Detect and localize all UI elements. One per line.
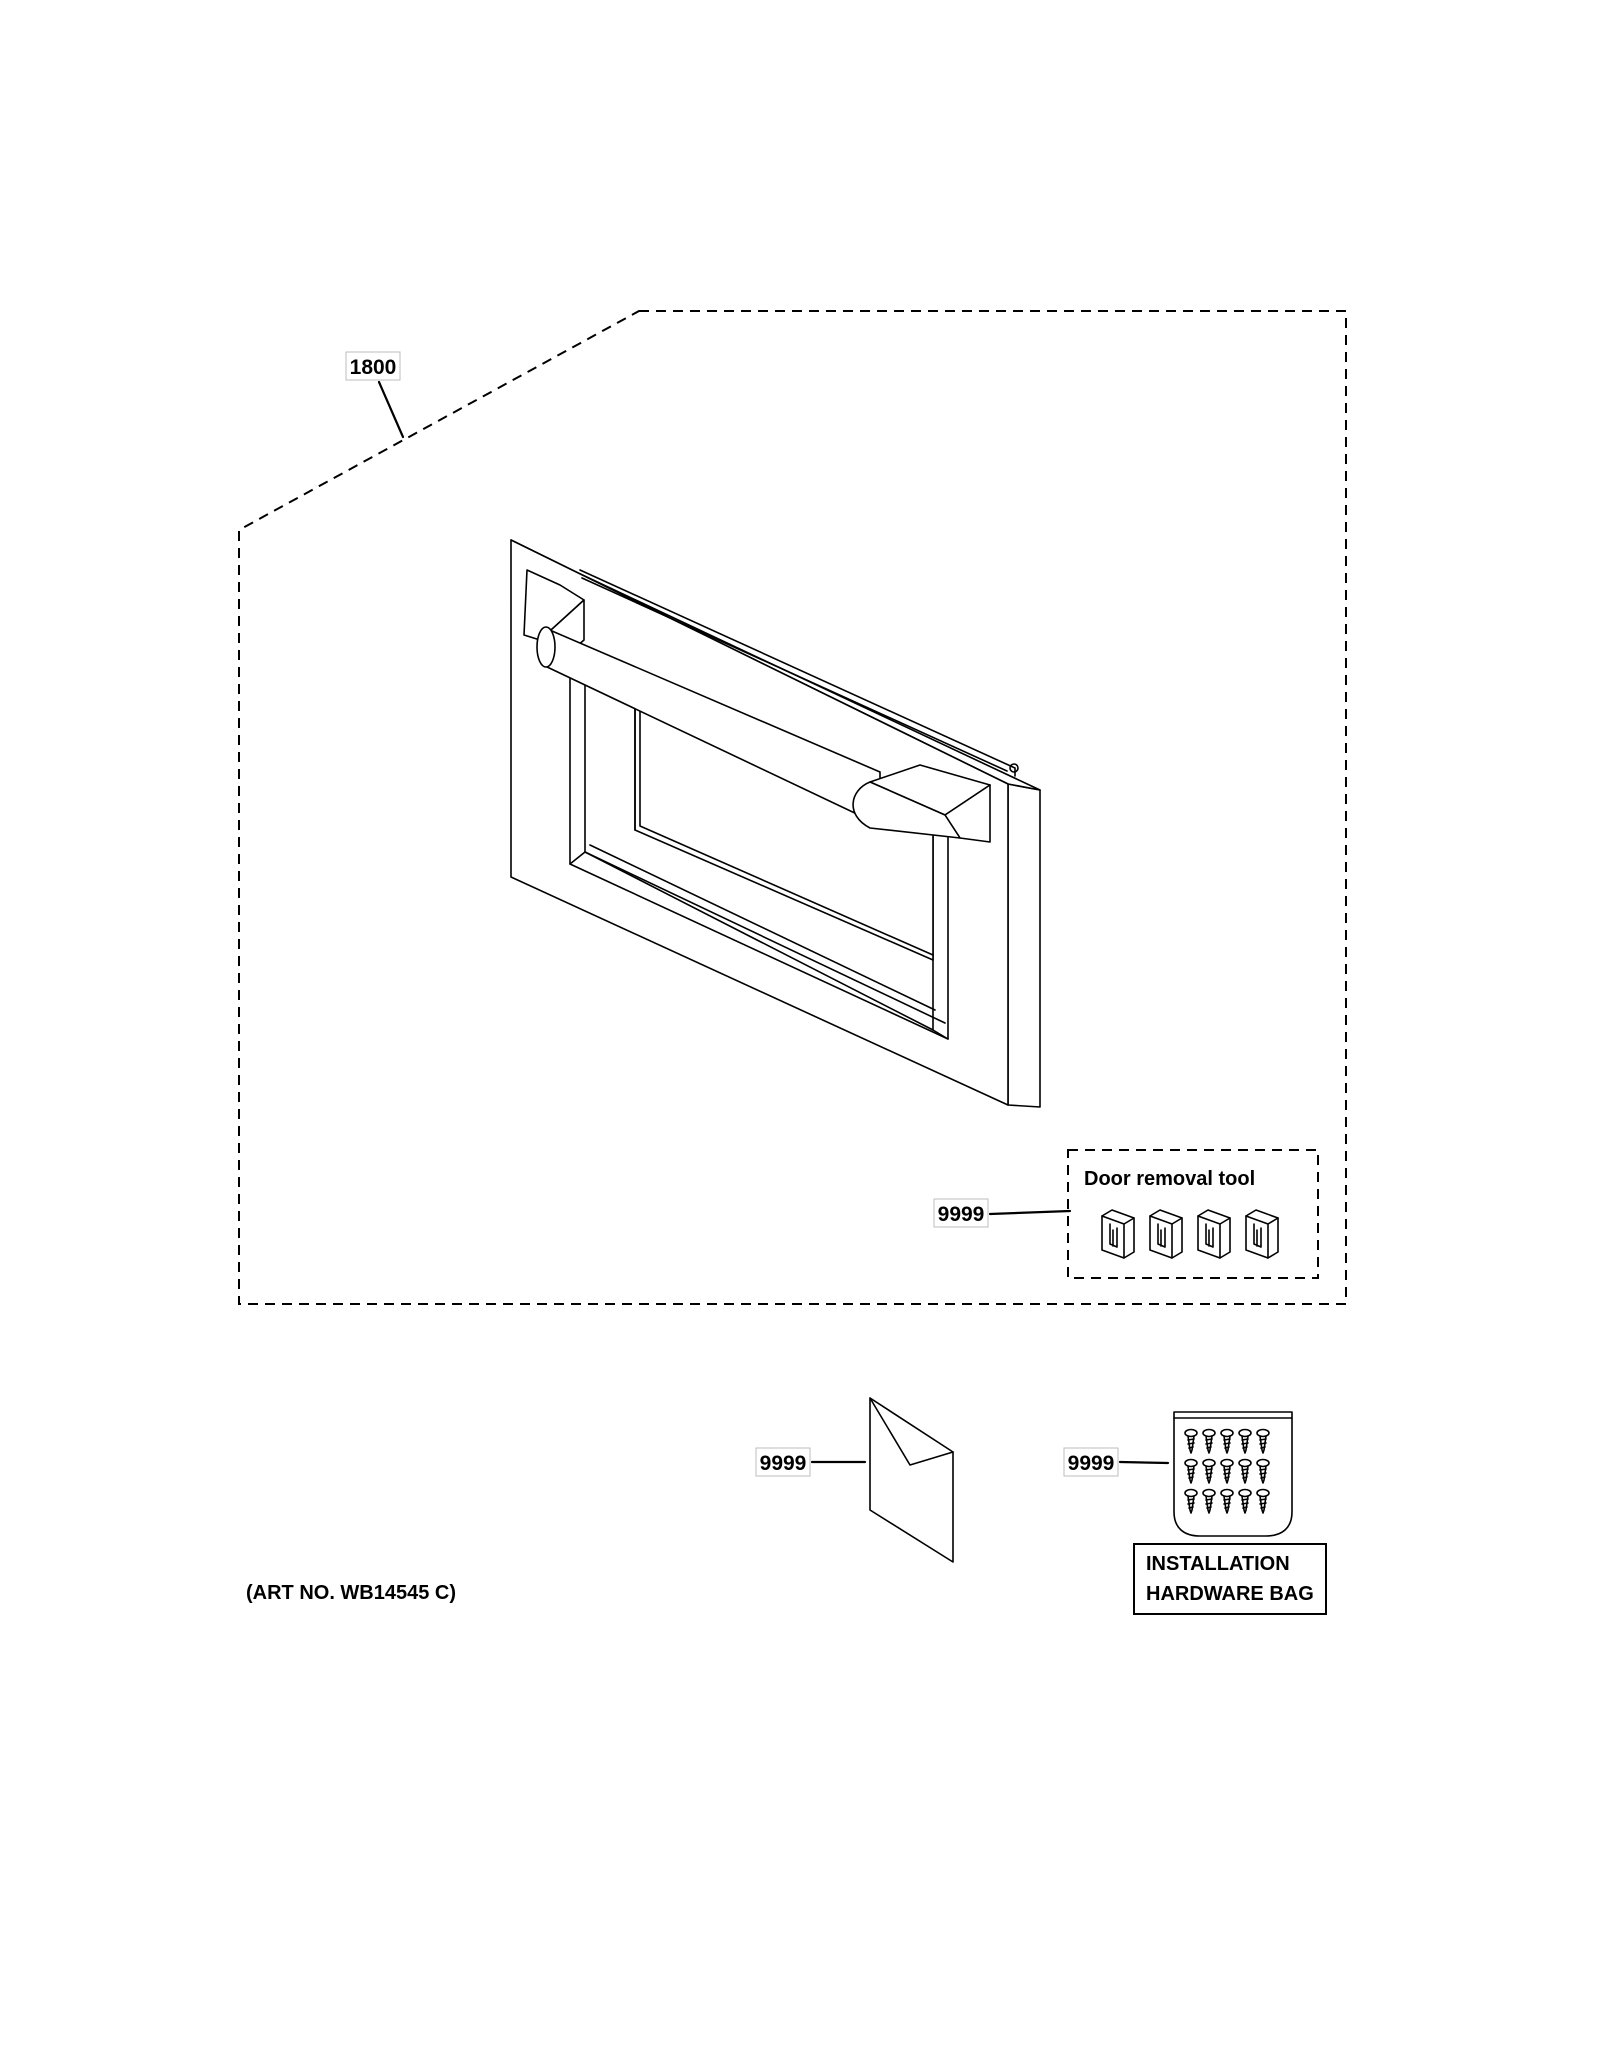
leader-9999-door-removal-tool <box>988 1209 1072 1216</box>
callout-9999-door-removal-tool-label: 9999 <box>938 1203 985 1226</box>
screw-icon <box>1220 1428 1234 1454</box>
callout-9999-door-removal-tool[interactable]: 9999 <box>933 1198 989 1228</box>
envelope <box>869 1397 954 1563</box>
callout-9999-hardware-bag-label: 9999 <box>1068 1452 1115 1475</box>
hardware-bag-label-box <box>1133 1543 1327 1615</box>
screw-icon <box>1184 1458 1198 1484</box>
screw-icons <box>1184 1428 1270 1514</box>
callout-9999-envelope[interactable]: 9999 <box>755 1447 811 1477</box>
hardware-bag-label-line2: HARDWARE BAG <box>1146 1583 1314 1605</box>
callout-1800[interactable]: 1800 <box>345 351 401 381</box>
door-removal-clips <box>1101 1209 1279 1259</box>
screw-icon <box>1202 1458 1216 1484</box>
screw-icon <box>1256 1458 1270 1484</box>
leader-1800 <box>377 380 405 439</box>
hardware-bag-label-line1: INSTALLATION <box>1146 1553 1290 1575</box>
leader-9999-hardware-bag <box>1118 1460 1170 1465</box>
screw-icon <box>1238 1458 1252 1484</box>
callout-1800-label: 1800 <box>350 356 397 379</box>
callout-9999-envelope-label: 9999 <box>760 1452 807 1475</box>
door-handle <box>523 569 991 843</box>
screw-icon <box>1256 1428 1270 1454</box>
assembly-boundary <box>238 310 1347 1305</box>
screw-icon <box>1202 1488 1216 1514</box>
screw-icon <box>1256 1488 1270 1514</box>
screw-icon <box>1220 1458 1234 1484</box>
callout-9999-hardware-bag[interactable]: 9999 <box>1063 1447 1119 1477</box>
screw-icon <box>1238 1428 1252 1454</box>
screw-icon <box>1184 1488 1198 1514</box>
door-removal-tool-label: Door removal tool <box>1084 1168 1255 1190</box>
screw-icon <box>1220 1488 1234 1514</box>
art-number: (ART NO. WB14545 C) <box>246 1582 456 1604</box>
door-removal-tool-boundary <box>1067 1149 1319 1279</box>
screw-icon <box>1184 1428 1198 1454</box>
screw-icon <box>1202 1428 1216 1454</box>
hardware-bag <box>1173 1411 1293 1537</box>
screw-icon <box>1238 1488 1252 1514</box>
